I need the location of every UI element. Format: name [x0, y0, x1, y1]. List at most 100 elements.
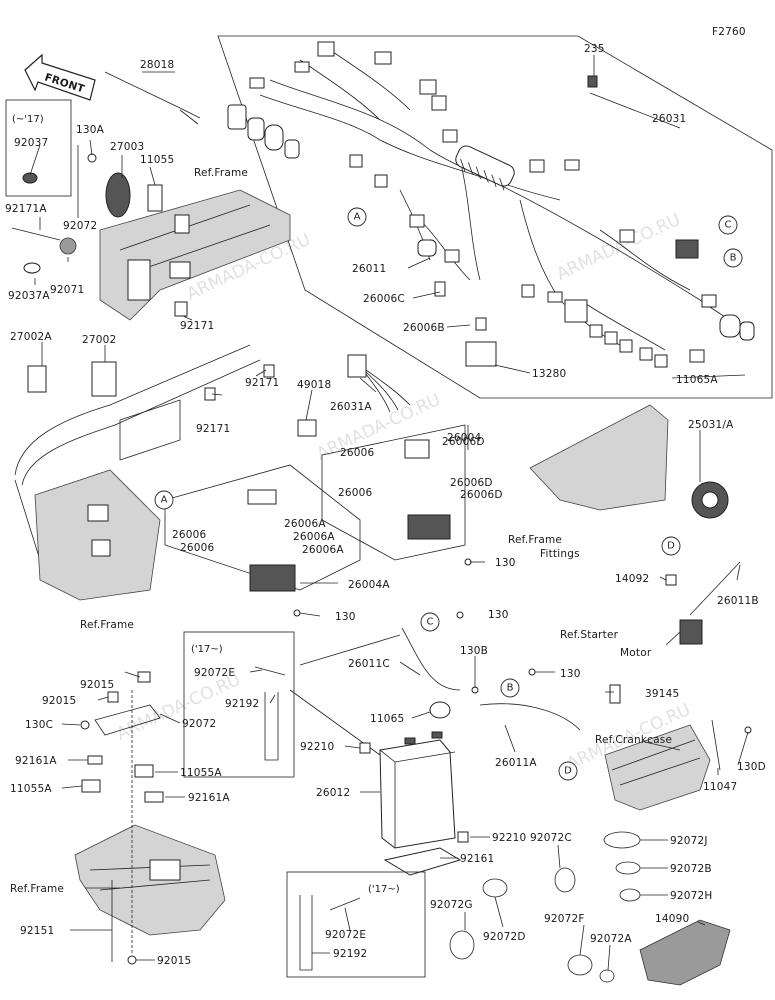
label-26011: 26011 [352, 263, 386, 275]
label-27002: 27002 [82, 334, 116, 346]
part-92015-nut-icon [137, 671, 151, 683]
callout-B2: B [500, 678, 520, 698]
label-92072D: 92072D [483, 931, 526, 943]
part-130-screw-icon-c [456, 611, 464, 619]
part-92015-nut-icon-c [127, 955, 137, 965]
label-26006-r2: 26006 [338, 487, 373, 499]
label-130A: 130A [76, 124, 105, 136]
label-26006A-3: 26006A [302, 544, 344, 556]
label-26031A: 26031A [330, 401, 372, 413]
label-92071: 92071 [50, 284, 84, 296]
label-92161: 92161 [460, 853, 494, 865]
label-92171-c: 92171 [196, 423, 230, 435]
label-26006-r1: 26006 [340, 447, 375, 459]
label-ref-frame-fittings-1: Ref.Frame [508, 534, 562, 546]
part-28018-cable [104, 71, 201, 125]
label-92192-bot: 92192 [333, 948, 367, 960]
part-92071-icon [59, 237, 77, 255]
label-92192-top: 92192 [225, 698, 259, 710]
part-27003-horn-icon [105, 172, 131, 218]
leader-line [299, 634, 401, 666]
label-26006A-1: 26006A [284, 518, 326, 530]
middle-frame-drawing [14, 344, 261, 601]
part-26004A-box-icon [249, 564, 296, 592]
label-11055A-1: 11055A [180, 767, 222, 779]
note-before17: (~'17) [12, 114, 44, 125]
part-92161-pad [383, 847, 462, 876]
callout-B1: B [723, 248, 743, 268]
label-26006C: 26006C [363, 293, 405, 305]
label-27002A: 27002A [10, 331, 52, 343]
label-235: 235 [584, 43, 605, 55]
harness-group-outline [217, 35, 773, 399]
label-11047: 11047 [703, 781, 737, 793]
after17-box-bottom [286, 871, 426, 978]
callout-C1: C [718, 215, 738, 235]
starter-relay-icon [679, 619, 703, 645]
part-11047-strap [711, 719, 721, 771]
part-92072B-clamp [615, 861, 641, 875]
label-130-b2: 130 [560, 668, 581, 680]
label-92161A-2: 92161A [188, 792, 230, 804]
label-13280: 13280 [532, 368, 566, 380]
diagram-code: F2760 [712, 26, 746, 38]
after17-box-top [183, 631, 295, 778]
label-26006D-1: 26006D [442, 436, 485, 448]
part-92037A-icon [23, 262, 41, 274]
part-92171A-icon [11, 227, 61, 241]
label-92072A: 92072A [590, 933, 632, 945]
label-28018: 28018 [140, 59, 174, 71]
label-92037: 92037 [14, 137, 48, 149]
label-39145: 39145 [645, 688, 679, 700]
note-after17-a: ('17~) [191, 644, 223, 655]
label-92171-b: 92171 [245, 377, 279, 389]
label-ref-frame-bot: Ref.Frame [10, 883, 64, 895]
label-26006D-3: 26006D [460, 489, 503, 501]
label-92015-2: 92015 [42, 695, 76, 707]
label-92072-b: 92072 [182, 718, 216, 730]
part-fuse-cover-icon [404, 439, 430, 459]
label-92161A-1: 92161A [15, 755, 57, 767]
label-11065A: 11065A [676, 374, 718, 386]
part-130A-icon [87, 153, 97, 163]
fusebox-group-26004A [164, 464, 361, 591]
label-92072H: 92072H [670, 890, 713, 902]
label-ref-crankcase: Ref.Crankcase [595, 734, 672, 746]
callout-A2: A [154, 490, 174, 510]
label-92171-a: 92171 [180, 320, 214, 332]
svg-text:B: B [730, 253, 737, 264]
label-26031: 26031 [652, 113, 686, 125]
part-92192-strap-bottom [299, 895, 313, 971]
part-92015-nut-icon-b [107, 691, 119, 703]
label-92072B: 92072B [670, 863, 712, 875]
label-26006-l1: 26006 [172, 529, 207, 541]
part-11055A-icon [134, 764, 154, 778]
leader-lines [29, 55, 749, 971]
label-92072F: 92072F [544, 913, 585, 925]
label-130C: 130C [25, 719, 53, 731]
label-130D: 130D [737, 761, 766, 773]
lower-frame-drawing [74, 824, 226, 936]
crankcase-drawing [604, 724, 711, 811]
svg-text:D: D [667, 541, 675, 552]
label-92072G: 92072G [430, 899, 473, 911]
part-27002A-icon [27, 365, 47, 393]
label-92072E-top: 92072E [194, 667, 235, 679]
label-92210-l: 92210 [300, 741, 334, 753]
label-26006B: 26006B [403, 322, 445, 334]
label-ref-frame-fittings-2: Fittings [540, 548, 580, 560]
svg-text:C: C [725, 220, 732, 231]
label-130-r: 130 [495, 557, 516, 569]
label-27003: 27003 [110, 141, 144, 153]
part-39145-icon [609, 684, 621, 704]
label-92072E-bot: 92072E [325, 929, 366, 941]
part-130-screw-icon-d [528, 668, 536, 676]
part-130-screw-icon-b [293, 609, 301, 617]
label-49018: 49018 [297, 379, 331, 391]
label-92210-r: 92210 [492, 832, 526, 844]
label-26004A: 26004A [348, 579, 390, 591]
label-26011B: 26011B [717, 595, 759, 607]
callout-D1: D [661, 536, 681, 556]
label-11055A-2: 11055A [10, 783, 52, 795]
part-labels: 28018 235 26031 (~'17) 92037 130A 27003 … [5, 43, 766, 967]
